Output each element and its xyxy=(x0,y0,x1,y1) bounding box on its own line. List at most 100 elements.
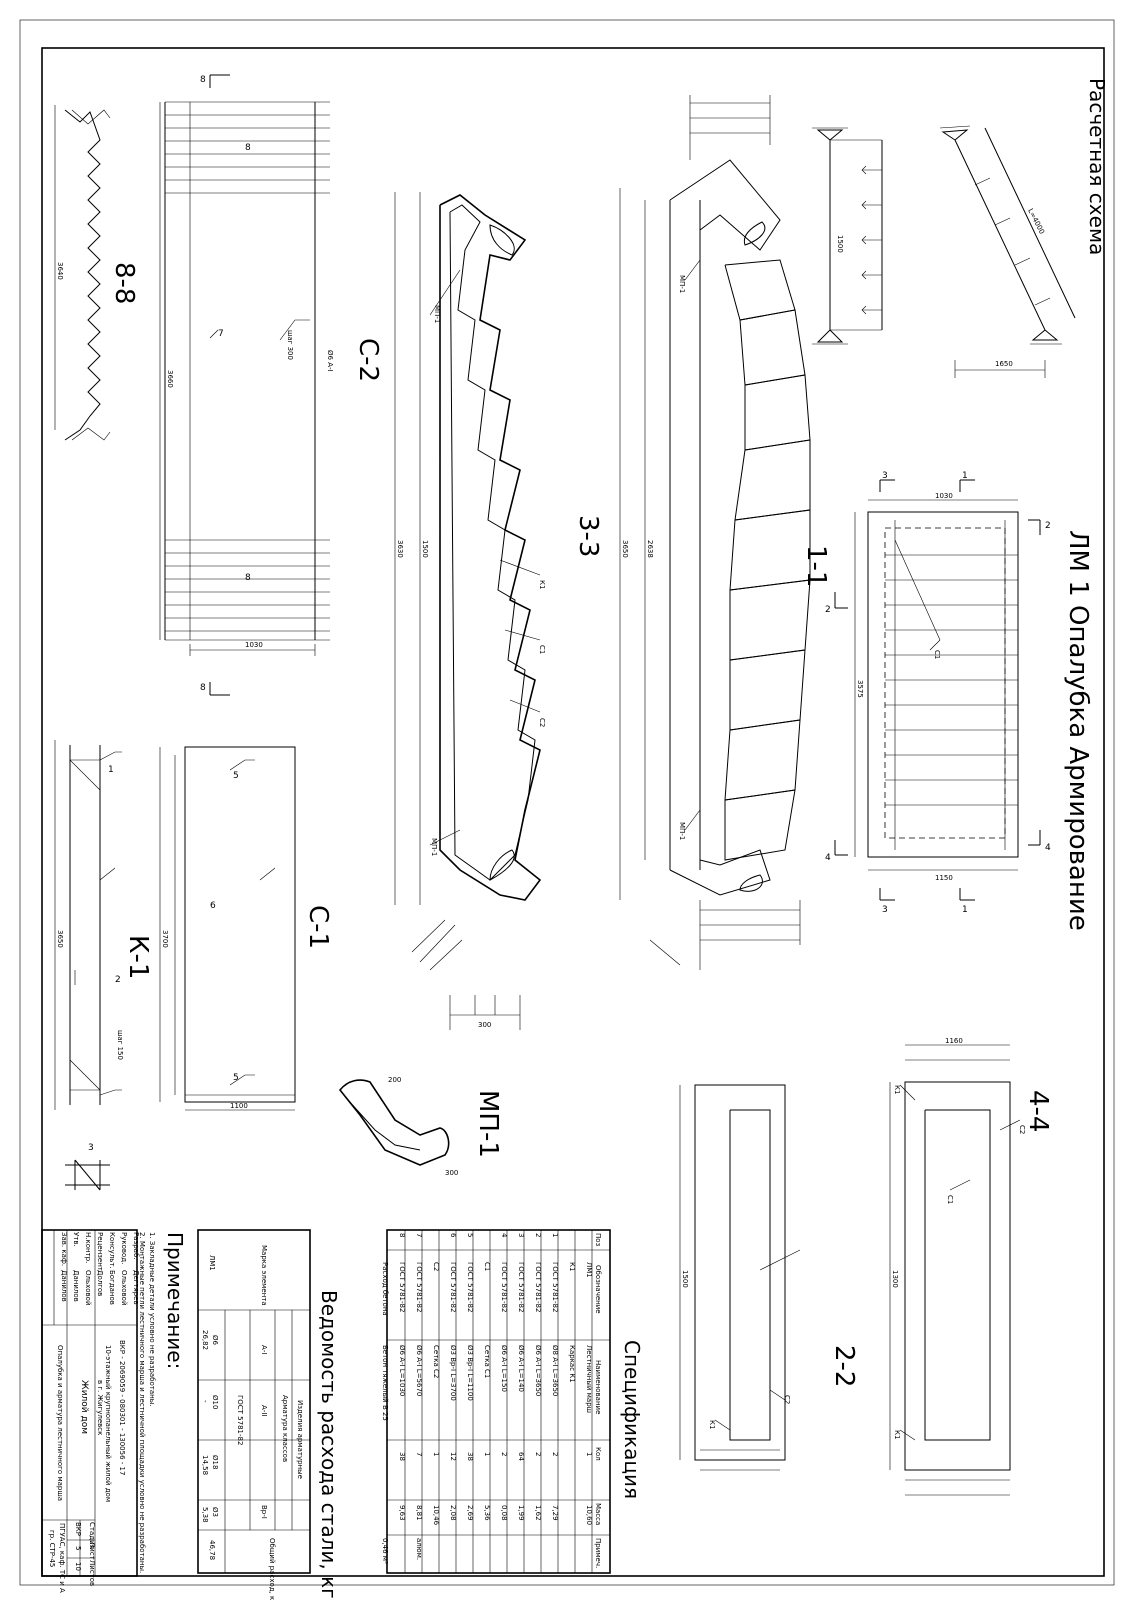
spec-cell: 1 xyxy=(551,1233,559,1237)
plan-width2-dim: 1150 xyxy=(935,874,953,882)
notes-line-1: 1. Закладные детали условно не разработа… xyxy=(148,1232,156,1406)
spec-cell: 8 xyxy=(398,1233,406,1237)
c1-pos-5b: 5 xyxy=(233,1073,239,1083)
s3-c2-label: С2 xyxy=(538,718,546,727)
stamp-person: Ольховой xyxy=(120,1270,128,1306)
stamp-roles: Разраб.ДегтяревРуковод.ОльховойКонсульт.… xyxy=(60,1232,140,1306)
s3-d1-dim: 1500 xyxy=(421,540,429,558)
notes-line-2: 2. Монтажные петли лестничного марша и л… xyxy=(138,1232,146,1573)
spec-cell: 2,69 xyxy=(466,1505,474,1521)
spec-cell: С1 xyxy=(483,1262,491,1271)
spec-cell: ГОСТ 5781-82 xyxy=(534,1262,542,1312)
spec-cell: 2 xyxy=(551,1452,559,1456)
stamp-role: Н.контр. xyxy=(84,1232,92,1263)
plan-c1-label: С1 xyxy=(933,650,941,659)
ved-arm: Арматура классов xyxy=(281,1395,289,1462)
spec-cell: 7 xyxy=(415,1452,423,1456)
spec-cell: 5 xyxy=(466,1233,474,1237)
c2-pos-8a: 8 xyxy=(245,143,251,153)
c2-width-dim: 1030 xyxy=(245,641,263,649)
stamp-project: 10-этажный крупнопанельный жилой дом xyxy=(104,1345,112,1502)
stamp-role: Утв. xyxy=(72,1232,80,1247)
spec-cell: Ø6 А-I L=3650 xyxy=(534,1345,542,1396)
s4-c2-label: С2 xyxy=(1018,1125,1026,1134)
rs-height-dim: 1500 xyxy=(836,235,844,253)
spec-title: Спецификация xyxy=(620,1340,644,1499)
svg-text:4: 4 xyxy=(825,853,831,863)
rs-width-dim: 1650 xyxy=(995,360,1013,368)
section-4-4-title: 4-4 xyxy=(1023,1090,1053,1132)
ved-d10: Ø10 xyxy=(211,1395,219,1409)
spec-cell: 5,36 xyxy=(483,1505,491,1521)
svg-text:3: 3 xyxy=(882,471,888,481)
notes-block: Примечание: 1. Закладные детали условно … xyxy=(138,1232,187,1573)
ved-total-h: Общий расход, кг xyxy=(268,1538,276,1600)
mp1-dim-b: 300 xyxy=(445,1169,458,1177)
ved-v2: - xyxy=(201,1400,209,1403)
spec-cell: 3 xyxy=(517,1233,525,1237)
stamp-person: Данилов xyxy=(72,1270,80,1302)
s8-total-dim: 3640 xyxy=(56,262,64,280)
spec-cell: ГОСТ 5781-82 xyxy=(517,1262,525,1312)
section-1-1-title: 1-1 xyxy=(801,545,831,587)
spec-h-naim: Наименование xyxy=(594,1360,602,1414)
svg-text:3: 3 xyxy=(882,905,888,915)
s4-k1-top: К1 xyxy=(893,1085,901,1094)
svg-text:4: 4 xyxy=(1045,843,1051,853)
stamp-role: Зав. каф. xyxy=(60,1232,68,1266)
spec-h-pos: Поз xyxy=(594,1233,602,1247)
mp1-dim-a: 200 xyxy=(388,1076,401,1084)
spec-h-massa: Масса xyxy=(594,1503,602,1525)
k1-step-note: шаг 150 xyxy=(116,1030,124,1060)
stamp-person: Ольховой xyxy=(84,1270,92,1306)
title-block: Разраб.ДегтяревРуковод.ОльховойКонсульт.… xyxy=(41,1229,140,1593)
s1-total-dim: 3650 xyxy=(621,540,629,558)
view-section-4-4: 4-4 1300 1160 С1 С2 К1 К1 xyxy=(889,1037,1053,1496)
inner-border xyxy=(41,47,1105,1577)
stamp-role: Консульт. xyxy=(108,1232,116,1269)
ved-total: 46,78 xyxy=(208,1540,216,1560)
spec-cell: К1 xyxy=(568,1262,576,1271)
s3-d2-dim: 300 xyxy=(478,1021,491,1029)
spec-h-kol: Кол xyxy=(594,1447,602,1461)
spec-cell: 8,81 xyxy=(415,1505,423,1521)
notes-title: Примечание: xyxy=(163,1232,187,1369)
spec-cell: ГОСТ 5781-82 xyxy=(500,1262,508,1312)
s3-k1-label: К1 xyxy=(538,580,546,589)
spec-h-prim: Примеч. xyxy=(594,1538,602,1568)
plan-lm1-title: ЛМ 1 Опалубка Армирование xyxy=(1063,530,1093,931)
stamp-person: Долгов xyxy=(96,1270,104,1296)
spec-table: Спецификация Поз Обозначение Наим xyxy=(381,1229,644,1574)
spec-cell: Бетон тяжелый В 25 xyxy=(381,1345,389,1421)
c1-width-dim: 1100 xyxy=(230,1102,248,1110)
view-section-2-2: 2-2 1500 С2 К1 xyxy=(679,1084,859,1471)
spec-cell: 7,29 xyxy=(551,1505,559,1521)
c1-length-dim: 3700 xyxy=(161,930,169,948)
spec-cell: 6 xyxy=(449,1233,457,1238)
s3-total-dim: 3630 xyxy=(396,540,404,558)
stamp-list: Лист xyxy=(88,1542,96,1560)
c2-pos-7: 7 xyxy=(218,329,224,339)
view-plan-lm1: ЛМ 1 Опалубка Армирование С1 3575 1030 1… xyxy=(825,471,1093,931)
spec-cell: 1 xyxy=(585,1452,593,1456)
s1-mp1-bottom: МП-1 xyxy=(678,822,686,840)
stamp-org1: ПГУАС, каф. ТС и А xyxy=(58,1523,66,1593)
spec-cell: алюм. xyxy=(415,1538,423,1560)
spec-cell: 38 xyxy=(466,1452,474,1461)
section-3-3-title: 3-3 xyxy=(573,515,603,557)
frame-k1-title: К-1 xyxy=(123,935,153,979)
svg-text:8: 8 xyxy=(200,683,206,693)
ved-v3: 14,58 xyxy=(201,1455,209,1475)
spec-cell: ГОСТ 5781-82 xyxy=(449,1262,457,1312)
s4-c1-label: С1 xyxy=(946,1195,954,1204)
k1-length-dim: 3650 xyxy=(56,930,64,948)
c2-pos-label: Ø6 А-I xyxy=(326,350,334,372)
spec-cell: Ø3 Вр-I L=1100 xyxy=(466,1345,474,1401)
ved-ai: А-I xyxy=(260,1345,268,1354)
spec-cell: 0,08 xyxy=(500,1505,508,1521)
mesh-c1-title: С-1 xyxy=(303,905,333,949)
svg-text:8: 8 xyxy=(200,75,206,85)
stamp-role: Руковод. xyxy=(120,1232,128,1264)
ved-col1: Марка элемента xyxy=(260,1245,268,1306)
